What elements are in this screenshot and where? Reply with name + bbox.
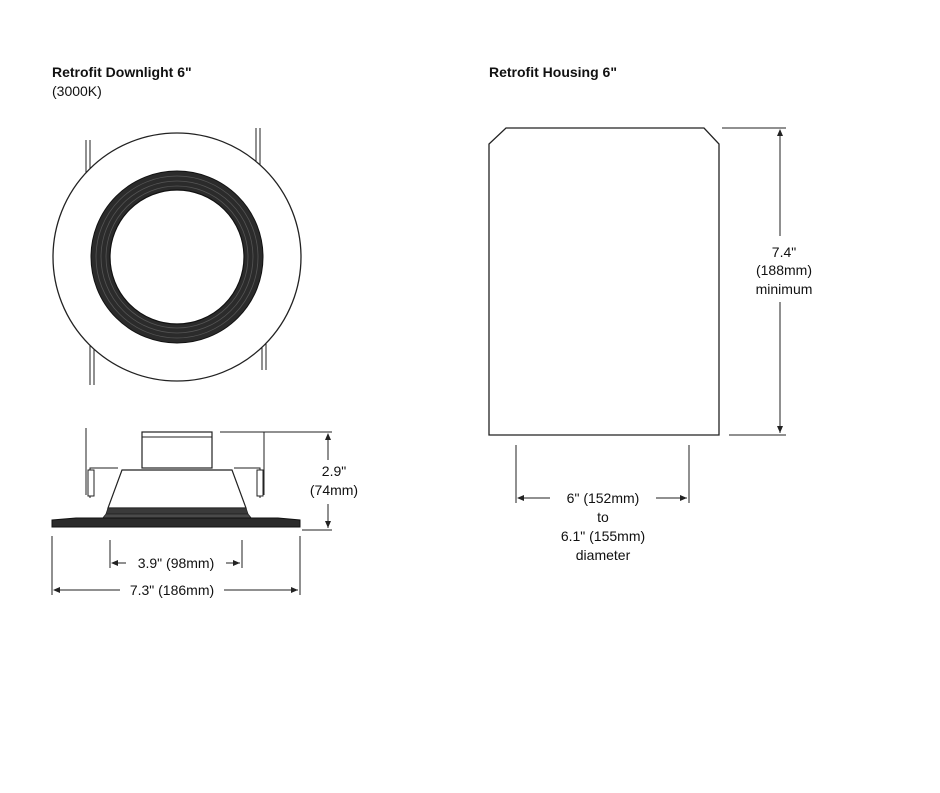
downlight-side-view [51, 428, 332, 595]
housing-diameter-dim-4: diameter [576, 547, 631, 563]
downlight-outer-dim: 7.3" (186mm) [130, 582, 214, 598]
downlight-top-view [52, 128, 302, 385]
downlight-height-dim-1: 2.9" [322, 463, 346, 479]
housing-diameter-dim-2: to [597, 509, 609, 525]
downlight-title: Retrofit Downlight 6" [52, 64, 192, 80]
housing-diameter-dim-3: 6.1" (155mm) [561, 528, 645, 544]
housing-height-dim-1: 7.4" [772, 244, 796, 260]
housing-title: Retrofit Housing 6" [489, 64, 617, 80]
downlight-height-dim-2: (74mm) [310, 482, 358, 498]
housing-height-dim-3: minimum [756, 281, 813, 297]
downlight-inner-dim: 3.9" (98mm) [138, 555, 215, 571]
housing-diameter-dim-1: 6" (152mm) [567, 490, 640, 506]
housing-outline [488, 127, 786, 503]
housing-height-dim-2: (188mm) [756, 262, 812, 278]
downlight-subtitle: (3000K) [52, 83, 102, 99]
